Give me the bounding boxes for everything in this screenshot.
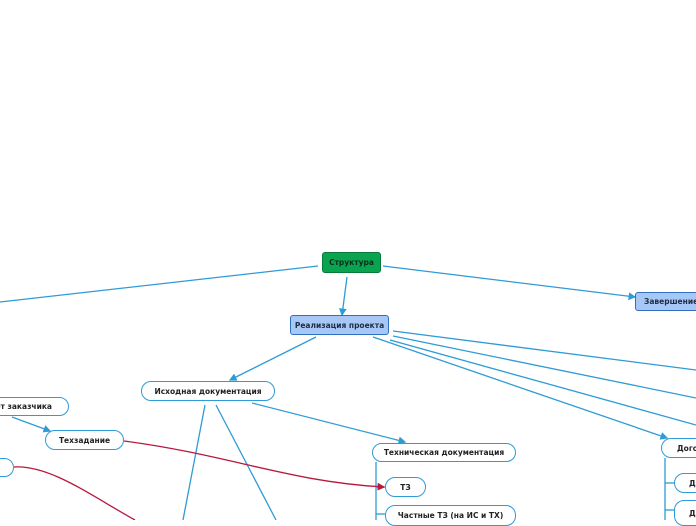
link-root-left <box>0 265 319 303</box>
node-from-customer[interactable]: от заказчика <box>0 397 69 416</box>
link-implementation-source <box>228 336 317 381</box>
node-tz[interactable]: ТЗ <box>385 477 426 497</box>
link-source-techdocs <box>251 402 407 445</box>
node-implementation-label: Реализация проекта <box>294 320 385 330</box>
node-completion-label: Завершение <box>644 297 696 306</box>
node-tech-docs[interactable]: Техническая документация <box>372 443 516 462</box>
node-implementation[interactable]: Реализация проекта <box>290 315 389 335</box>
link-implementation-right-2 <box>392 335 696 399</box>
node-source-docs[interactable]: Исходная документация <box>141 381 275 401</box>
link-implementation-contract <box>372 336 669 440</box>
link-root-completion <box>382 265 637 301</box>
node-source-docs-label: Исходная документация <box>154 386 262 396</box>
node-contract-label: Догов <box>677 443 696 453</box>
node-completion[interactable]: Завершение <box>635 292 696 311</box>
node-root[interactable]: Структура <box>322 252 381 273</box>
node-contract-child-1-label: Д <box>689 478 696 488</box>
link-customer-spec <box>11 416 52 433</box>
node-partial-tz[interactable]: Частные ТЗ (на ИС и ТХ) <box>385 505 516 526</box>
link-left-down <box>13 466 136 520</box>
node-from-customer-label: от заказчика <box>0 402 52 411</box>
link-implementation-right-3 <box>389 339 696 426</box>
link-source-down-1 <box>182 404 206 520</box>
node-root-label: Структура <box>329 258 374 267</box>
node-partial-tz-label: Частные ТЗ (на ИС и ТХ) <box>397 511 504 520</box>
link-spec-tz <box>123 440 386 491</box>
node-left-partial[interactable] <box>0 458 14 477</box>
node-spec-label: Техзадание <box>58 435 111 445</box>
node-contract-child-1[interactable]: Д <box>674 473 696 493</box>
node-contract-child-2-label: Д <box>689 508 696 518</box>
node-contract[interactable]: Догов <box>661 438 696 458</box>
node-contract-child-2[interactable]: Д <box>674 500 696 526</box>
link-source-down-2 <box>215 404 277 520</box>
node-tz-label: ТЗ <box>400 482 411 492</box>
node-tech-docs-label: Техническая документация <box>383 448 505 457</box>
link-root-implementation <box>338 276 348 317</box>
link-implementation-right-1 <box>392 330 696 371</box>
node-spec[interactable]: Техзадание <box>45 430 124 450</box>
